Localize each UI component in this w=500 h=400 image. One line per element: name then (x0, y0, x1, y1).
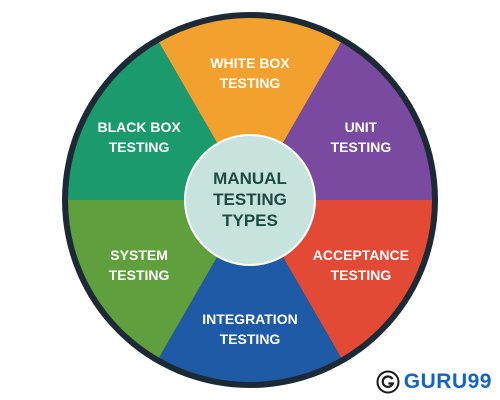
center-circle (184, 134, 316, 266)
guru99-g-icon (376, 370, 400, 394)
logo-text: GURU99 (403, 370, 492, 393)
guru99-logo: GURU99 (376, 370, 492, 394)
segment-integration (159, 200, 341, 383)
segment-white-box (159, 17, 341, 200)
